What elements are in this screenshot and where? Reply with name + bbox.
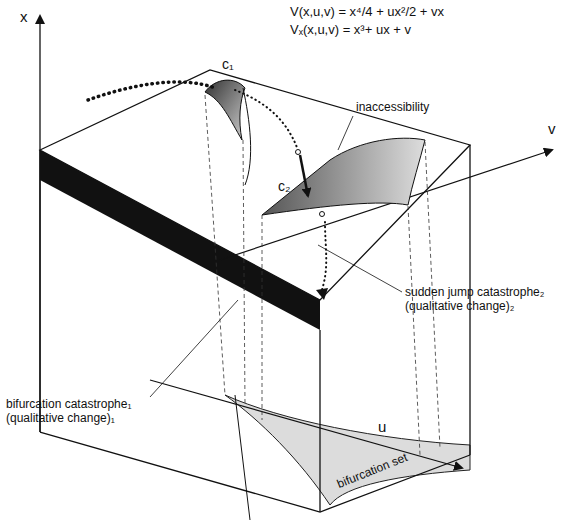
potential-equation: V(x,u,v) = x⁴/4 + ux²/2 + vx [290, 4, 444, 20]
callout-text: sudden jump catastrophe₂ (qualitative ch… [405, 285, 545, 314]
derivative-equation: Vₓ(x,u,v) = x³+ ux + v [290, 22, 411, 38]
axis-label: x [20, 8, 28, 26]
region-label: inaccessibility [356, 100, 429, 114]
axis-label: v [548, 120, 556, 138]
point-label: c₂ [278, 178, 290, 195]
axis-label: u [378, 418, 386, 436]
point-label: c₁ [222, 56, 234, 73]
callout-text: bifurcation catastrophe₁ (qualitative ch… [6, 397, 148, 426]
